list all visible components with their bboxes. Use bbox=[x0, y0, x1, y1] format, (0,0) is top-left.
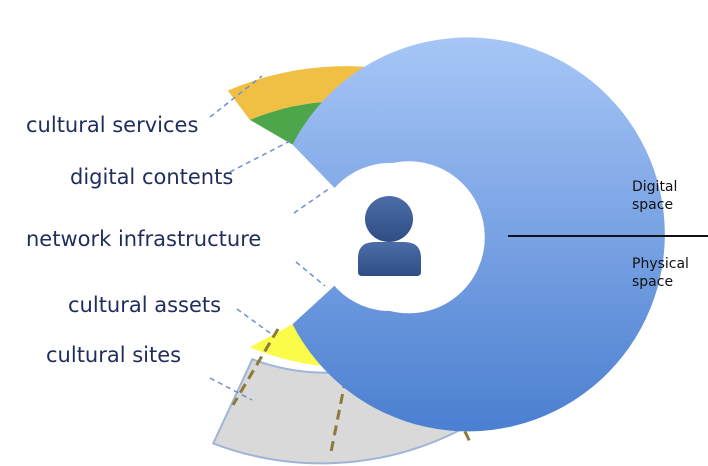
network-infrastructure-ring bbox=[292, 37, 665, 432]
digital-space-line2: space bbox=[632, 197, 674, 214]
label-cultural-assets: cultural assets bbox=[68, 293, 222, 317]
label-cultural-sites: cultural sites bbox=[46, 343, 182, 367]
leader-lines bbox=[209, 75, 331, 401]
label-digital-contents: digital contents bbox=[70, 165, 234, 189]
physical-space-line1: Physical bbox=[632, 256, 689, 272]
digital-space-line1: Digital bbox=[632, 179, 678, 195]
digital-space-label: Digital space bbox=[632, 178, 677, 214]
label-cultural-services: cultural services bbox=[26, 113, 199, 137]
person-icon bbox=[358, 196, 421, 276]
physical-space-label: Physical space bbox=[632, 255, 689, 291]
physical-space-line2: space bbox=[632, 274, 674, 291]
label-network-infrastructure: network infrastructure bbox=[26, 227, 262, 251]
